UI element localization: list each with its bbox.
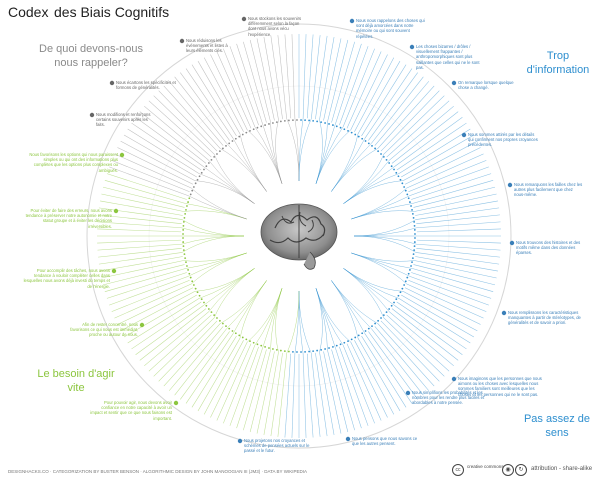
tree-branches <box>181 118 417 354</box>
category-too-much-information: Trop d'information <box>526 50 590 76</box>
footer: DESIGNHACKS.CO · CATEGORIZATION BY BUSTE… <box>0 462 600 480</box>
header: Codex des Biais Cognitifs <box>0 0 600 22</box>
title-codex: Codex <box>8 4 49 20</box>
annotation-text: Pour accomplir des tâches, nous avons te… <box>23 268 110 289</box>
annotation-marker <box>451 376 457 382</box>
annotation-marker <box>139 322 145 328</box>
share-alike-icon: ↻ <box>515 464 527 476</box>
annotation-text: Nous imaginons que les personnes que nou… <box>458 376 542 397</box>
annotation-marker <box>345 436 351 442</box>
annotation-text: Pour éviter de faire des erreurs, nous a… <box>25 208 112 229</box>
annotation-text: Nous nous rappelons des choses qui sont … <box>356 18 425 39</box>
annotation-marker <box>241 16 247 22</box>
annotation-marker <box>461 132 467 138</box>
brain-icon <box>260 203 338 270</box>
annotation-marker <box>113 208 119 214</box>
annotation-text: Nous trouvons des histoires et des motif… <box>516 240 581 256</box>
annotation-marker <box>179 38 185 44</box>
annotation-marker <box>507 182 513 188</box>
creative-commons-icon: cc <box>452 464 464 476</box>
annotation-marker <box>173 400 179 406</box>
annotation-marker <box>501 310 507 316</box>
annotation-marker <box>109 80 115 86</box>
attribution-icon: ◉ <box>502 464 514 476</box>
annotation-text: Nous réduisons les événements et listes … <box>186 38 228 54</box>
annotation-text: On remarque lorsque quelque chose a chan… <box>458 80 514 91</box>
annotation-markers <box>89 16 515 444</box>
annotation-text: Nous écartons les spécificités et formon… <box>116 80 176 91</box>
annotation-marker <box>111 268 117 274</box>
annotation-marker <box>349 18 355 24</box>
annotation-text: Nous simplifions les probabilités et les… <box>412 390 485 406</box>
codex-diagram <box>86 16 515 449</box>
license-text: attribution - share-alike <box>531 466 593 472</box>
annotation-marker <box>89 112 95 118</box>
annotation-marker <box>119 152 125 158</box>
title-biais: des Biais Cognitifs <box>54 4 170 20</box>
annotation-marker <box>405 390 411 396</box>
spoke-lines <box>97 34 501 438</box>
annotation-marker <box>409 44 415 50</box>
footer-credits: DESIGNHACKS.CO · CATEGORIZATION BY BUSTE… <box>8 469 307 474</box>
annotation-text: Nous pensons que nous savons ce que les … <box>352 436 418 447</box>
annotation-text: Nous remarquons les failles chez les aut… <box>514 182 583 198</box>
annotation-marker <box>237 438 243 444</box>
annotation-text: Nous modifions et renforçons certains so… <box>96 112 151 128</box>
annotation-text: Nous stockons les souvenirs différemment… <box>248 16 302 37</box>
annotation-marker <box>509 240 515 246</box>
category-memory: De quoi devons-nous nous rappeler? <box>39 43 143 69</box>
annotation-text: Les choses bizarres / drôles / visuellem… <box>416 44 480 70</box>
annotation-marker <box>451 80 457 86</box>
category-need-to-act-fast: Le besoin d'agir vite <box>37 368 115 394</box>
annotation-text: Nous sommes attirés par les détails qui … <box>468 132 538 148</box>
category-not-enough-meaning: Pas assez de sens <box>523 413 591 439</box>
creative-commons-label: creative commons <box>467 464 504 469</box>
annotation-text: Nous projetons nos croyances et schèmes … <box>244 438 310 454</box>
leaf-dots <box>182 119 416 353</box>
annotation-text: Nous remplissons les caractéristiques ma… <box>508 310 581 326</box>
annotation-text: Afin de rester concentré, nous favorison… <box>70 322 138 338</box>
annotation-text: Pour pouvoir agir, nous devons avoir con… <box>90 400 172 421</box>
annotation-text: Nous favorisons les options qui nous par… <box>29 152 118 173</box>
